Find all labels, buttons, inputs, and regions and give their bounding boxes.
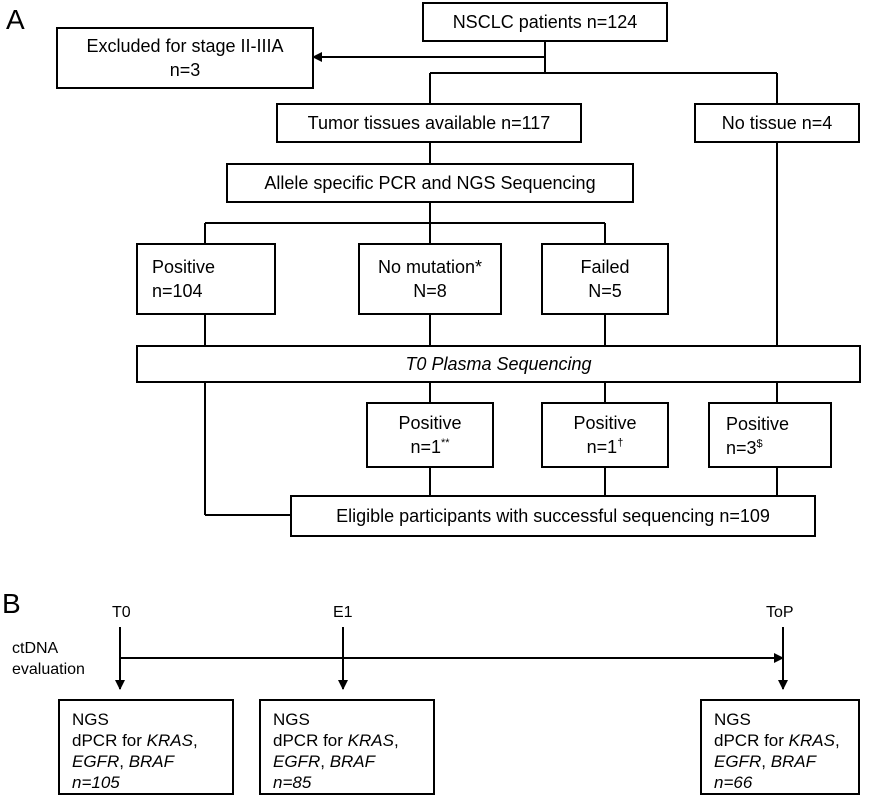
assay-box-t0: NGS dPCR for KRAS, EGFR, BRAF n=105 — [58, 699, 234, 795]
assay-box-e1-dpcr: dPCR for KRAS, — [273, 731, 399, 750]
assay-box-top-genes: EGFR, BRAF — [714, 752, 817, 771]
box-plasma-positive-3: Positive n=3$ — [708, 402, 832, 468]
box-plasma-positive-2-line1: Positive — [573, 413, 637, 433]
box-t0-plasma: T0 Plasma Sequencing — [136, 345, 861, 383]
box-no-tissue-text: No tissue n=4 — [721, 113, 833, 133]
box-nsclc-patients-text: NSCLC patients n=124 — [452, 12, 638, 32]
footnote-dagger: † — [617, 437, 624, 449]
assay-box-t0-ngs: NGS — [72, 710, 109, 729]
assay-box-e1-ngs: NGS — [273, 710, 310, 729]
box-plasma-positive-1: Positive n=1** — [366, 402, 494, 468]
box-tissue-positive-line1: Positive — [152, 257, 216, 277]
panel-label-a: A — [6, 4, 25, 35]
footnote-double-asterisk: ** — [440, 437, 450, 449]
timepoint-top: ToP — [766, 604, 794, 621]
assay-box-e1-n: n=85 — [273, 773, 312, 792]
evaluation-label: evaluation — [12, 661, 85, 678]
box-plasma-positive-3-line2: n=3$ — [726, 438, 763, 458]
assay-box-t0-dpcr: dPCR for KRAS, — [72, 731, 198, 750]
box-plasma-positive-1-line1: Positive — [398, 413, 462, 433]
box-no-tissue: No tissue n=4 — [694, 103, 860, 143]
panel-label-b: B — [2, 588, 21, 619]
box-tumor-tissues: Tumor tissues available n=117 — [276, 103, 582, 143]
box-tissue-positive: Positive n=104 — [136, 243, 276, 315]
assay-box-top: NGS dPCR for KRAS, EGFR, BRAF n=66 — [700, 699, 860, 795]
box-plasma-positive-2: Positive n=1† — [541, 402, 669, 468]
box-excluded: Excluded for stage II-IIIA n=3 — [56, 27, 314, 89]
box-eligible-text: Eligible participants with successful se… — [336, 506, 770, 526]
box-pcr-ngs: Allele specific PCR and NGS Sequencing — [226, 163, 634, 203]
box-plasma-positive-2-line2: n=1† — [586, 437, 624, 457]
timepoint-t0: T0 — [112, 604, 131, 621]
box-failed: Failed N=5 — [541, 243, 669, 315]
assay-box-t0-genes: EGFR, BRAF — [72, 752, 175, 771]
box-no-mutation-line2: N=8 — [413, 281, 447, 301]
box-no-mutation: No mutation* N=8 — [358, 243, 502, 315]
assay-box-t0-n: n=105 — [72, 773, 120, 792]
box-excluded-line1: Excluded for stage II-IIIA — [86, 36, 284, 56]
box-tissue-positive-line2: n=104 — [152, 281, 203, 301]
box-pcr-ngs-text: Allele specific PCR and NGS Sequencing — [264, 173, 596, 193]
assay-box-e1: NGS dPCR for KRAS, EGFR, BRAF n=85 — [259, 699, 435, 795]
box-nsclc-patients: NSCLC patients n=124 — [422, 2, 668, 42]
box-failed-line2: N=5 — [588, 281, 622, 301]
box-eligible: Eligible participants with successful se… — [290, 495, 816, 537]
assay-box-top-ngs: NGS — [714, 710, 751, 729]
ctdna-label: ctDNA — [12, 640, 59, 657]
assay-box-top-dpcr: dPCR for KRAS, — [714, 731, 840, 750]
box-tumor-tissues-text: Tumor tissues available n=117 — [307, 113, 551, 133]
box-failed-line1: Failed — [580, 257, 630, 277]
assay-box-e1-genes: EGFR, BRAF — [273, 752, 376, 771]
box-no-mutation-line1: No mutation* — [377, 257, 483, 277]
assay-box-top-n: n=66 — [714, 773, 753, 792]
box-plasma-positive-1-line2: n=1** — [410, 437, 450, 457]
footnote-dollar: $ — [756, 438, 763, 450]
box-plasma-positive-3-line1: Positive — [726, 414, 790, 434]
timepoint-e1: E1 — [333, 604, 353, 621]
box-excluded-line2: n=3 — [169, 60, 201, 80]
box-t0-plasma-text: T0 Plasma Sequencing — [405, 354, 592, 374]
